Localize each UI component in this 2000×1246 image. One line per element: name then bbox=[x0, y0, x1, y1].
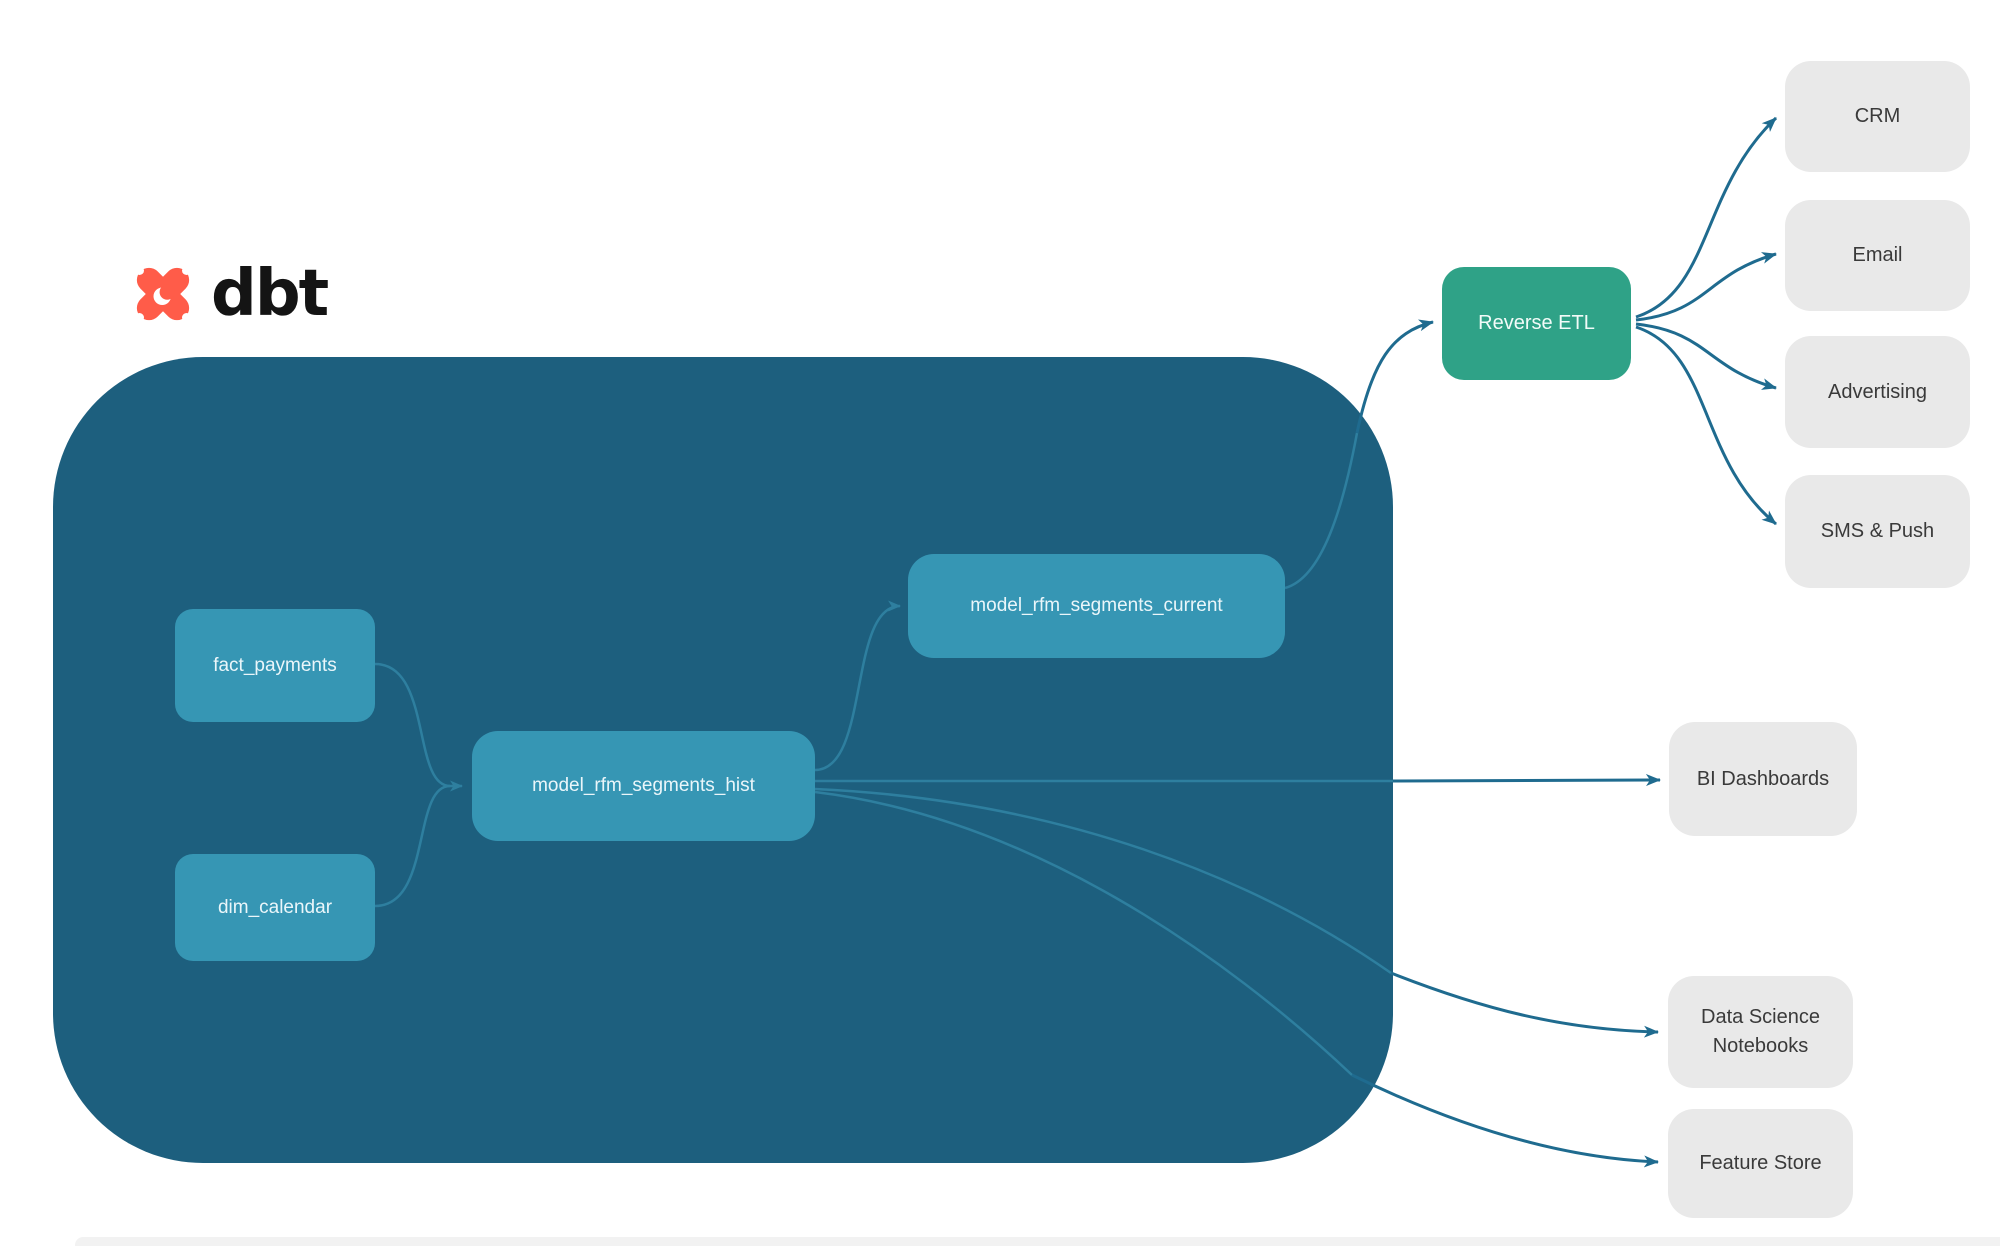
edge-hist-to-current bbox=[814, 600, 901, 772]
edge-current-to-reverse-etl bbox=[1355, 319, 1434, 434]
node-label: Advertising bbox=[1828, 380, 1927, 403]
edge-hist-to-featurestore-inner bbox=[814, 790, 1353, 1076]
edge-hist-to-datascience-inner bbox=[814, 787, 1392, 975]
edge-fact-payments-to-hist bbox=[374, 662, 451, 788]
edge-reverse-etl-to-advertising bbox=[1635, 322, 1777, 390]
node-fact-payments[interactable]: fact_payments bbox=[175, 609, 375, 722]
edge-dim-calendar-to-hist bbox=[374, 784, 451, 908]
node-label: Email bbox=[1852, 244, 1903, 266]
edge-reverse-etl-to-email bbox=[1635, 252, 1777, 322]
node-label: model_rfm_segments_hist bbox=[532, 775, 755, 797]
node-advertising[interactable]: Advertising bbox=[1785, 336, 1970, 448]
node-model-rfm-segments-hist[interactable]: model_rfm_segments_hist bbox=[472, 731, 815, 841]
edge-reverse-etl-to-sms-push bbox=[1635, 325, 1777, 526]
node-data-science-notebooks[interactable]: Data Science Notebooks bbox=[1668, 976, 1853, 1088]
node-feature-store[interactable]: Feature Store bbox=[1668, 1109, 1853, 1218]
dbt-logo: dbt bbox=[125, 256, 329, 332]
node-label: model_rfm_segments_current bbox=[970, 595, 1223, 617]
node-label: dim_calendar bbox=[217, 896, 333, 918]
node-model-rfm-segments-current[interactable]: model_rfm_segments_current bbox=[908, 554, 1285, 658]
node-label: Reverse ETL bbox=[1478, 312, 1595, 334]
node-label: CRM bbox=[1854, 105, 1901, 127]
node-dim-calendar[interactable]: dim_calendar bbox=[175, 854, 375, 961]
node-label: SMS & Push bbox=[1820, 520, 1935, 542]
edge-current-to-reverse-etl-inner bbox=[1284, 432, 1359, 590]
node-bi-dashboards[interactable]: BI Dashboards bbox=[1669, 722, 1857, 836]
node-crm[interactable]: CRM bbox=[1785, 61, 1970, 172]
dbt-logo-wordmark: dbt bbox=[211, 257, 329, 331]
edge-reverse-etl-to-crm bbox=[1635, 116, 1778, 319]
edge-hist-to-datascience bbox=[1390, 971, 1659, 1038]
node-label: BI Dashboards bbox=[1696, 767, 1830, 790]
edge-hist-to-featurestore bbox=[1351, 1073, 1659, 1168]
node-email[interactable]: Email bbox=[1785, 200, 1970, 311]
node-label: Feature Store bbox=[1699, 1152, 1822, 1174]
edge-hist-to-bi-dashboards bbox=[1392, 774, 1661, 787]
node-sms-push[interactable]: SMS & Push bbox=[1785, 475, 1970, 588]
dbt-star-icon bbox=[134, 265, 192, 323]
node-reverse-etl[interactable]: Reverse ETL bbox=[1442, 267, 1631, 380]
node-label: fact_payments bbox=[213, 654, 337, 676]
bottom-edge-strip bbox=[75, 1237, 2000, 1246]
node-label: Data Science Notebooks bbox=[1701, 1006, 1820, 1057]
